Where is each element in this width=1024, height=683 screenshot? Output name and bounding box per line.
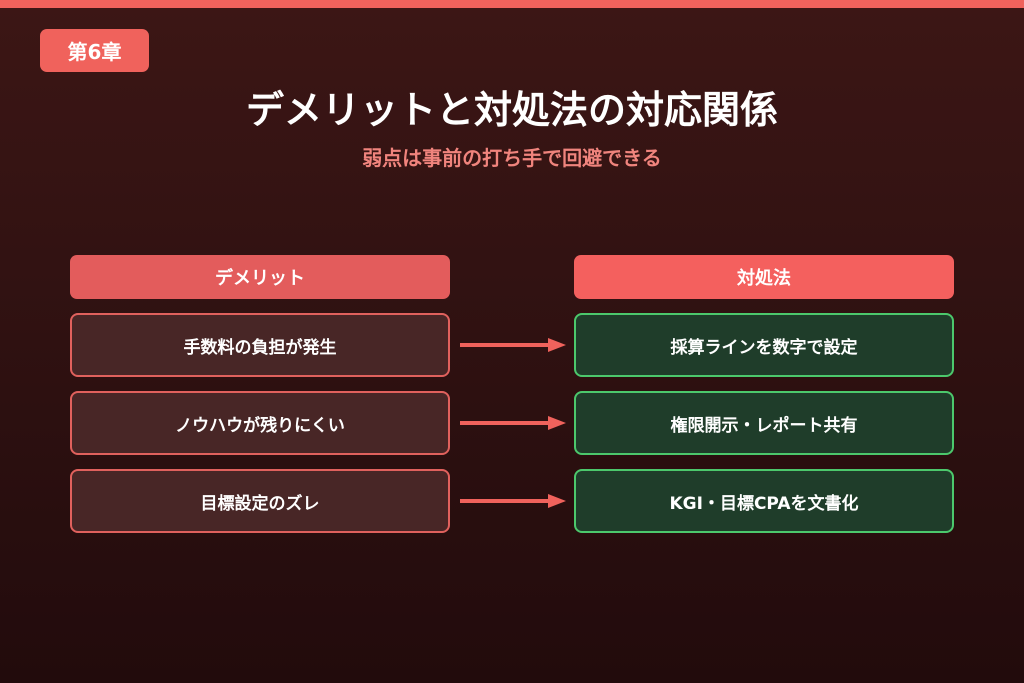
solutions-column-header: 対処法 [574, 255, 954, 299]
solution-box-document-kgi-cpa: KGI・目標CPAを文書化 [574, 469, 954, 533]
page-subtitle: 弱点は事前の打ち手で回避できる [362, 146, 662, 170]
right-arrow-icon [460, 338, 566, 352]
page-title: デメリットと対処法の対応関係 [245, 88, 778, 132]
demerit-box-goal-mismatch: 目標設定のズレ [70, 469, 450, 533]
demerit-box-fee-burden: 手数料の負担が発生 [70, 313, 450, 377]
solution-box-set-breakeven: 採算ラインを数字で設定 [574, 313, 954, 377]
solution-box-share-access-reports: 権限開示・レポート共有 [574, 391, 954, 455]
chapter-badge: 第6章 [40, 29, 149, 72]
top-accent-bar [0, 0, 1024, 8]
demerit-box-knowhow-loss: ノウハウが残りにくい [70, 391, 450, 455]
demerits-column-header: デメリット [70, 255, 450, 299]
right-arrow-icon [460, 494, 566, 508]
right-arrow-icon [460, 416, 566, 430]
